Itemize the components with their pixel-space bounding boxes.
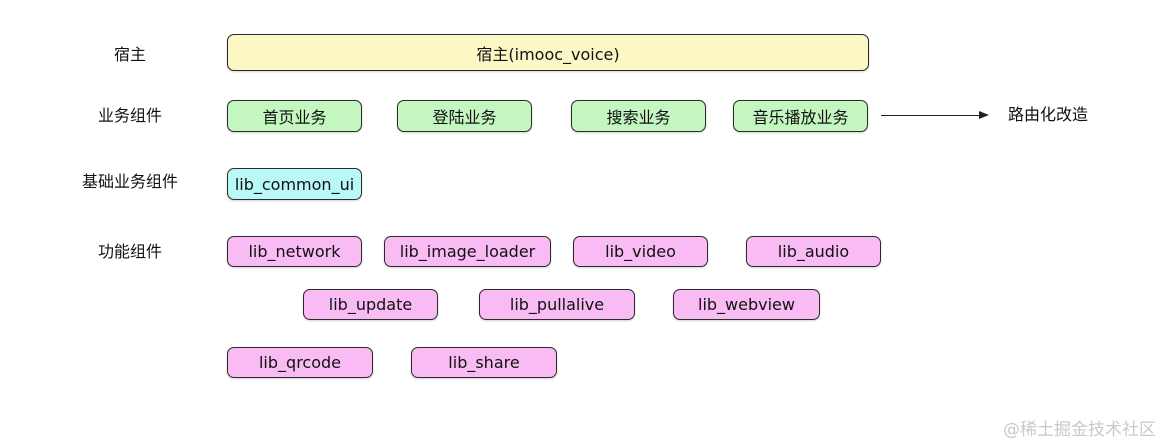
route-arrow-line bbox=[881, 115, 981, 116]
row-label-base-business: 基础业务组件 bbox=[82, 172, 179, 191]
business-box-music-player: 音乐播放业务 bbox=[733, 100, 868, 132]
business-box-login: 登陆业务 bbox=[397, 100, 532, 132]
row-label-feature: 功能组件 bbox=[98, 242, 163, 261]
base-business-box-common-ui: lib_common_ui bbox=[227, 168, 362, 200]
host-box: 宿主(imooc_voice) bbox=[227, 34, 869, 71]
route-refactor-label: 路由化改造 bbox=[1008, 105, 1089, 124]
feature-box-update: lib_update bbox=[303, 289, 438, 320]
route-arrow-head-icon bbox=[979, 111, 989, 119]
feature-box-network: lib_network bbox=[227, 236, 362, 267]
feature-box-qrcode: lib_qrcode bbox=[227, 347, 373, 378]
feature-box-webview: lib_webview bbox=[673, 289, 820, 320]
feature-box-audio: lib_audio bbox=[746, 236, 881, 267]
row-label-business: 业务组件 bbox=[98, 106, 163, 125]
feature-box-share: lib_share bbox=[411, 347, 557, 378]
business-box-home: 首页业务 bbox=[227, 100, 362, 132]
feature-box-video: lib_video bbox=[573, 236, 708, 267]
row-label-host: 宿主 bbox=[114, 45, 147, 64]
feature-box-image-loader: lib_image_loader bbox=[384, 236, 551, 267]
business-box-search: 搜索业务 bbox=[571, 100, 706, 132]
watermark: @稀土掘金技术社区 bbox=[1003, 420, 1156, 440]
feature-box-pullalive: lib_pullalive bbox=[479, 289, 635, 320]
